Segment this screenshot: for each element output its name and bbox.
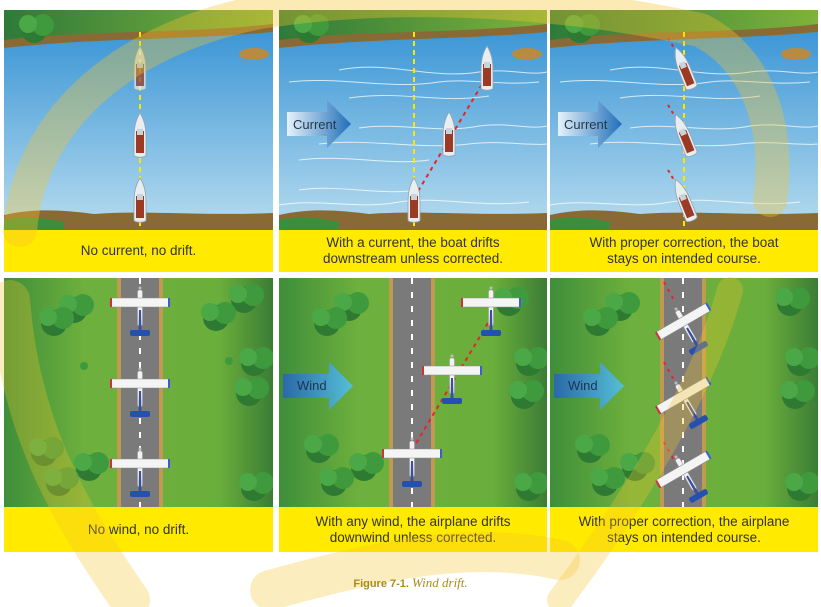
heading-lines	[663, 281, 675, 461]
plane-wind-illustration	[279, 278, 547, 507]
wind-arrow-icon	[283, 362, 353, 410]
panel-plane-corrected: Wind	[550, 278, 818, 507]
current-ripples	[550, 66, 818, 206]
plane-corrected-illustration	[550, 278, 818, 507]
current-arrow-label: Current	[293, 117, 337, 132]
boat-current-illustration	[279, 10, 547, 230]
caption-boat-no-current: No current, no drift.	[4, 230, 273, 272]
panel-boat-current: Current	[279, 10, 547, 230]
current-arrow-icon	[287, 100, 351, 148]
plane-no-wind-illustration	[4, 278, 273, 507]
figure-title: Wind drift.	[412, 575, 468, 590]
panel-plane-no-wind	[4, 278, 273, 507]
figure-caption: Figure 7-1. Wind drift.	[0, 575, 821, 591]
caption-plane-no-wind: No wind, no drift.	[4, 507, 273, 552]
boat-corrected-illustration	[550, 10, 818, 230]
panel-boat-corrected: Current	[550, 10, 818, 230]
wind-arrow-icon	[554, 362, 624, 410]
boat-no-current-illustration	[4, 10, 273, 230]
panel-plane-wind: Wind	[279, 278, 547, 507]
panel-boat-no-current	[4, 10, 273, 230]
figure-label: Figure 7-1.	[353, 578, 409, 590]
current-arrow-label: Current	[564, 117, 608, 132]
current-ripples	[279, 66, 547, 206]
sandbar	[239, 48, 269, 60]
drift-track-line	[411, 317, 492, 451]
heading-lines	[667, 37, 675, 181]
current-arrow-icon	[558, 100, 622, 148]
wind-arrow-label: Wind	[568, 378, 598, 393]
wind-arrow-label: Wind	[297, 378, 327, 393]
